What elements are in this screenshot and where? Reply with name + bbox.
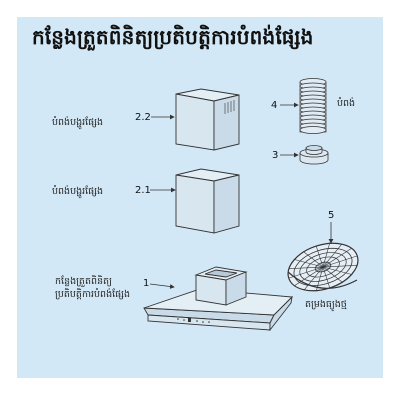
part-number-4: 4 (271, 100, 278, 111)
lower-chimney-cover (175, 168, 240, 234)
range-hood-body (143, 266, 294, 332)
label-carbon-filter: តម្រងធ្យូងថ្ម (305, 299, 347, 310)
upper-chimney-cover (175, 88, 240, 151)
label-control-panel-line1: កន្លែងត្រួតពិនិត្យ (55, 276, 112, 287)
part-number-3: 3 (272, 150, 279, 161)
diagram-title: កន្លែងត្រួតពិនិត្យប្រតិបត្តិការបំពង់ផ្សែ… (32, 25, 314, 49)
leader-1 (149, 283, 175, 289)
adapter-ring (299, 145, 329, 165)
part-number-2-1: 2.1 (135, 185, 151, 196)
part-number-1: 1 (143, 278, 150, 289)
flexible-exhaust-pipe (299, 78, 327, 134)
label-exhaust-pipe: បំពង់ (337, 98, 356, 109)
carbon-filter (287, 242, 359, 292)
label-upper-chimney-cover: បំពង់បង្ហូរផ្សែង (52, 117, 104, 128)
part-number-5: 5 (328, 210, 335, 221)
part-number-2-2: 2.2 (135, 112, 151, 123)
control-panel-buttons (177, 318, 210, 323)
label-lower-chimney-cover: បំពង់បង្ហូរផ្សែង (52, 186, 104, 197)
label-control-panel-line2: ប្រតិបត្តិការបំពង់ផ្សែង (55, 289, 131, 300)
